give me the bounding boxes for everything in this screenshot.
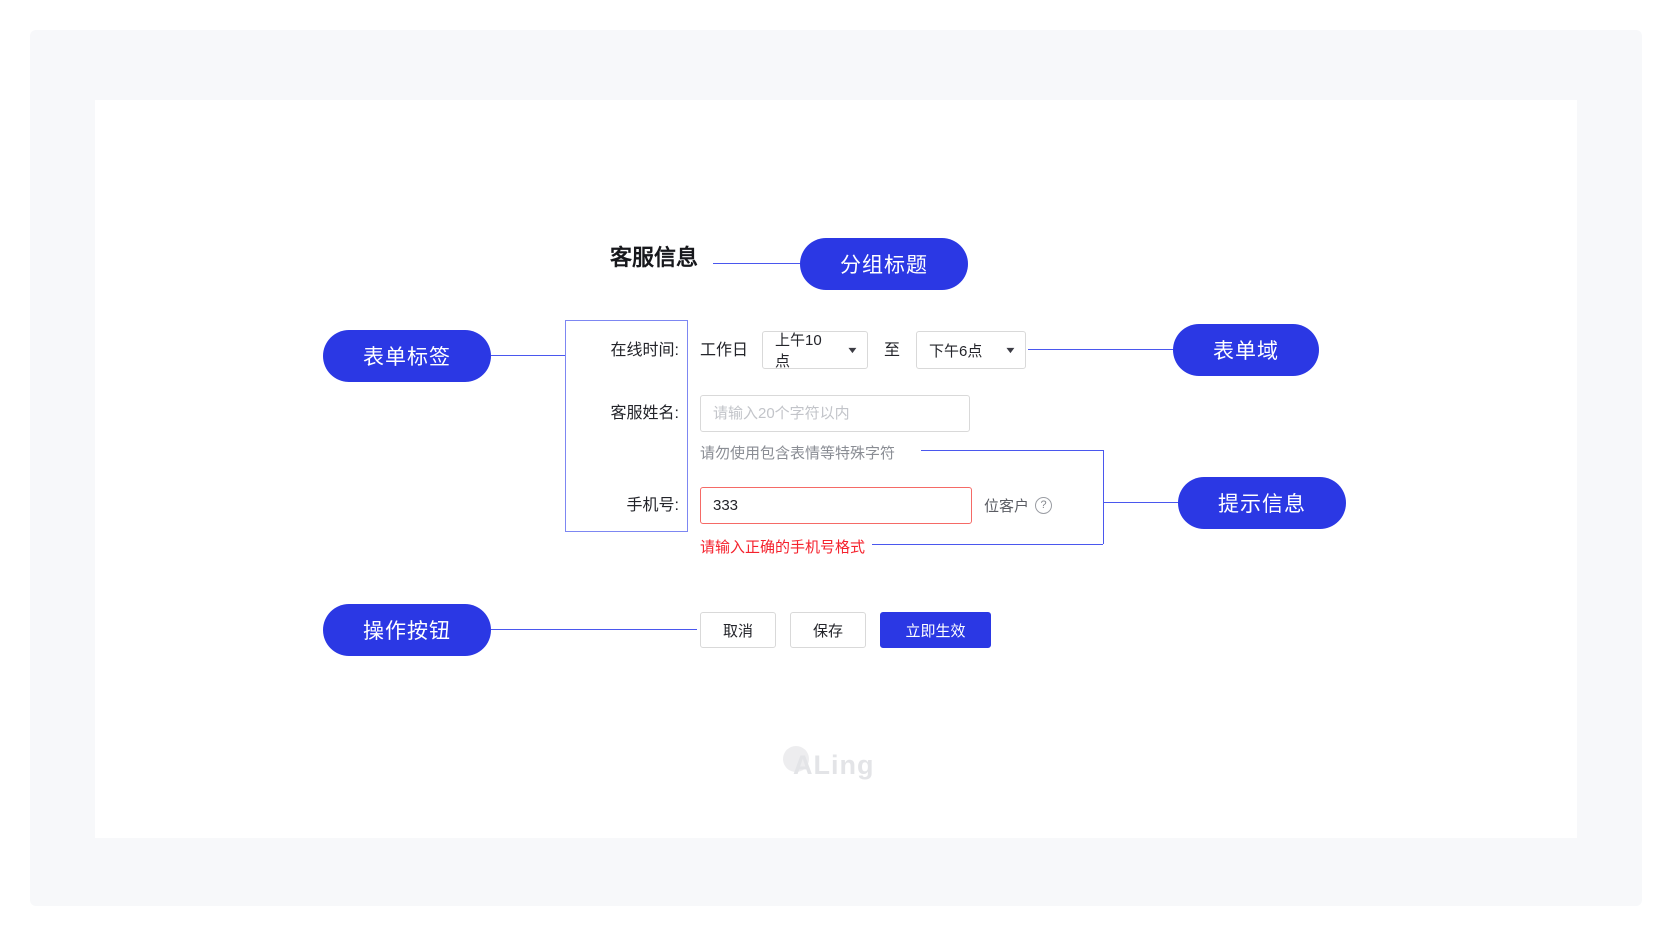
bracket-line-vertical	[1103, 450, 1104, 544]
online-time-start-select[interactable]: 上午10点 ▼	[762, 331, 868, 370]
bracket-line-top	[921, 450, 1103, 451]
bracket-line-bottom	[872, 544, 1103, 545]
agent-name-label: 客服姓名:	[610, 405, 679, 422]
online-time-label: 在线时间:	[610, 342, 679, 359]
connector-line-group-title	[713, 263, 800, 264]
agent-name-help-text: 请勿使用包含表情等特殊字符	[700, 445, 896, 462]
demo-card	[95, 100, 1577, 838]
callout-actions: 操作按钮	[323, 604, 491, 656]
callout-form-label: 表单标签	[323, 330, 491, 382]
online-time-prefix: 工作日	[700, 342, 749, 359]
submit-button[interactable]: 立即生效	[880, 612, 991, 648]
connector-line-form-label	[491, 355, 565, 356]
agent-name-input[interactable]	[700, 395, 970, 432]
save-button[interactable]: 保存	[790, 612, 866, 648]
question-circle-icon[interactable]: ?	[1035, 497, 1053, 514]
connector-line-hint	[1104, 502, 1178, 503]
cancel-button[interactable]: 取消	[700, 612, 776, 648]
online-time-start-value: 上午10点	[775, 332, 822, 370]
callout-hint: 提示信息	[1178, 477, 1346, 529]
watermark-dot-icon	[783, 746, 809, 772]
callout-group-title: 分组标题	[800, 238, 968, 290]
callout-form-field: 表单域	[1173, 324, 1319, 376]
chevron-down-icon: ▼	[845, 345, 860, 355]
watermark: ALing	[783, 744, 923, 790]
connector-line-actions	[491, 629, 697, 630]
watermark-text: ALing	[793, 750, 875, 780]
phone-input[interactable]	[700, 487, 972, 524]
online-time-end-select[interactable]: 下午6点 ▼	[916, 331, 1026, 369]
phone-error-text: 请输入正确的手机号格式	[700, 539, 866, 556]
form-labels-box: 在线时间: 客服姓名: 手机号:	[565, 320, 688, 532]
connector-line-form-field	[1028, 349, 1173, 350]
phone-suffix-text: 位客户	[984, 498, 1030, 515]
online-time-separator: 至	[884, 342, 901, 359]
phone-label: 手机号:	[626, 497, 679, 514]
section-title: 客服信息	[610, 245, 699, 270]
chevron-down-icon: ▼	[1003, 345, 1018, 355]
online-time-end-value: 下午6点	[929, 342, 983, 360]
